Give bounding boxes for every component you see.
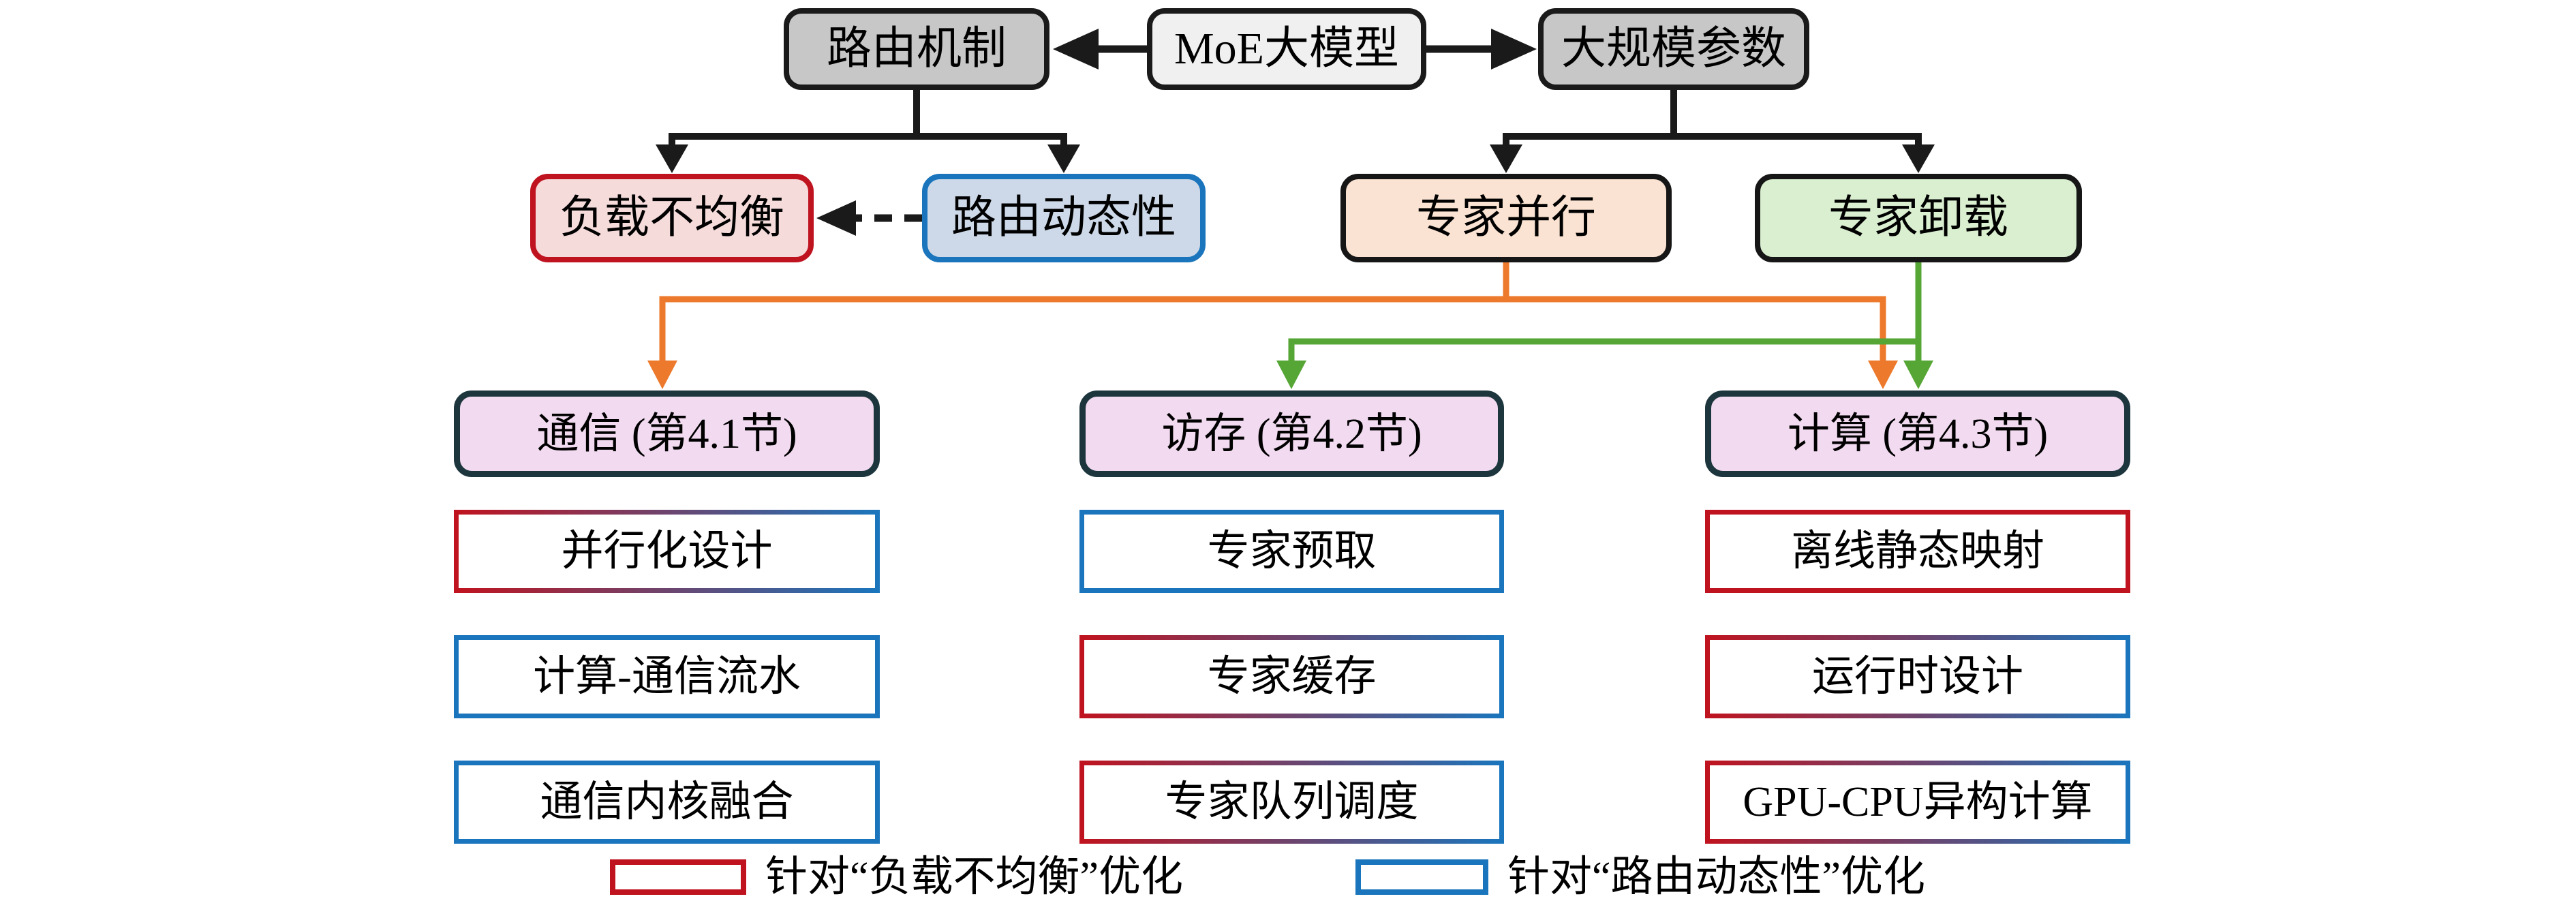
arrow-root-to-params (1422, 29, 1537, 70)
leaf-offline-static-mapping: 离线静态映射 (1705, 510, 2130, 593)
connector-expert-offload-green (1276, 261, 1933, 389)
header-memory-access: 访存 (第4.2节) (1079, 391, 1504, 477)
leaf-expert-queue-scheduling: 专家队列调度 (1079, 761, 1504, 844)
leaf-comm-kernel-fusion: 通信内核融合 (454, 761, 880, 844)
leaf-gpu-cpu-heterogeneous: GPU-CPU异构计算 (1705, 761, 2130, 844)
tree-routing-children (656, 89, 1080, 173)
node-routing-dynamics: 路由动态性 (922, 174, 1206, 262)
legend-item-routing-dynamics: 针对“路由动态性”优化 (1355, 855, 1925, 900)
connector-expert-parallel-orange (647, 261, 1898, 389)
header-computation: 计算 (第4.3节) (1705, 391, 2130, 477)
legend-label-routing-dynamics: 针对“路由动态性”优化 (1507, 854, 1926, 900)
header-communication: 通信 (第4.1节) (454, 391, 880, 477)
leaf-runtime-design: 运行时设计 (1705, 635, 2130, 718)
legend-swatch-blue (1355, 859, 1488, 895)
node-expert-offload: 专家卸载 (1755, 174, 2082, 262)
node-moe-root: MoE大模型 (1147, 8, 1426, 90)
tree-params-children (1490, 89, 1935, 173)
arrow-root-to-routing (1053, 29, 1152, 70)
leaf-expert-cache: 专家缓存 (1079, 635, 1504, 718)
node-expert-parallel: 专家并行 (1340, 174, 1672, 262)
node-routing-mechanism: 路由机制 (784, 8, 1049, 90)
node-load-imbalance: 负载不均衡 (530, 174, 814, 262)
legend-label-load-imbalance: 针对“负载不均衡”优化 (765, 854, 1184, 900)
leaf-compute-comm-pipeline: 计算-通信流水 (454, 635, 880, 718)
leaf-parallelization-design: 并行化设计 (454, 510, 880, 593)
legend-item-load-imbalance: 针对“负载不均衡”优化 (610, 855, 1183, 900)
leaf-expert-prefetch: 专家预取 (1079, 510, 1504, 593)
legend-swatch-red (610, 859, 746, 895)
arrow-dynamics-to-imbalance-dashed (816, 200, 922, 236)
node-large-scale-params: 大规模参数 (1538, 8, 1809, 90)
